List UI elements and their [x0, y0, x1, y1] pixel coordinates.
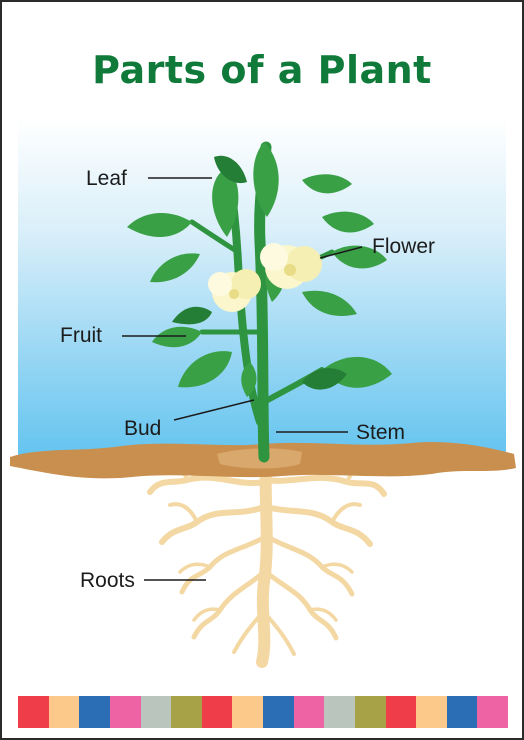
label-bud: Bud [124, 418, 161, 439]
bud-pointer [174, 400, 254, 420]
color-strip-swatch [355, 696, 386, 728]
color-strip-swatch [263, 696, 294, 728]
color-strip-swatch [294, 696, 325, 728]
label-leaf: Leaf [86, 168, 127, 189]
color-strip-swatch [386, 696, 417, 728]
color-strip-swatch [110, 696, 141, 728]
color-strip-swatch [202, 696, 233, 728]
label-roots: Roots [80, 570, 135, 591]
label-stem: Stem [356, 422, 405, 443]
color-strip-swatch [171, 696, 202, 728]
label-flower: Flower [372, 236, 435, 257]
color-strip-swatch [232, 696, 263, 728]
color-strip-swatch [141, 696, 172, 728]
roots-illustration [150, 457, 384, 662]
color-strip-swatch [79, 696, 110, 728]
color-strip-swatch [416, 696, 447, 728]
color-strip [18, 696, 508, 728]
color-strip-swatch [324, 696, 355, 728]
color-strip-swatch [477, 696, 508, 728]
color-strip-swatch [447, 696, 478, 728]
color-strip-swatch [49, 696, 80, 728]
label-fruit: Fruit [60, 325, 102, 346]
color-strip-swatch [18, 696, 49, 728]
